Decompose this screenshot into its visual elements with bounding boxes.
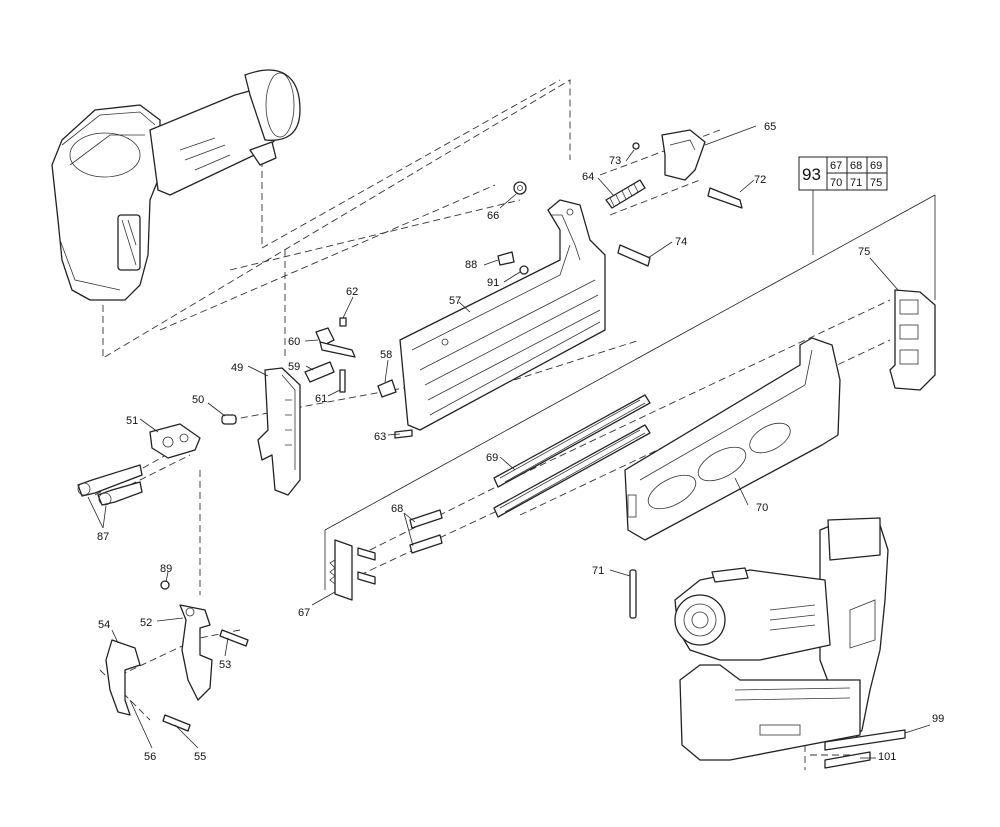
kit-item: 67 — [830, 160, 842, 172]
label-87: 87 — [97, 531, 109, 543]
label-66: 66 — [487, 210, 499, 222]
motor-housing — [51, 69, 301, 301]
label-60: 60 — [288, 336, 300, 348]
label-57: 57 — [449, 295, 461, 307]
kit-item: 75 — [870, 177, 882, 189]
label-88: 88 — [465, 259, 477, 271]
label-54: 54 — [98, 619, 110, 631]
kit-item: 69 — [870, 160, 882, 172]
end-cap-75 — [889, 289, 936, 391]
main-frame-57 — [399, 199, 606, 431]
kit-item: 71 — [850, 177, 862, 189]
trigger-assembly — [105, 580, 249, 732]
driver-guide-49 — [257, 367, 301, 496]
label-58: 58 — [380, 349, 392, 361]
label-64: 64 — [582, 171, 594, 183]
label-72: 72 — [754, 174, 766, 186]
label-62: 62 — [346, 286, 358, 298]
kit-item: 70 — [830, 177, 842, 189]
pin-71 — [629, 569, 637, 619]
label-69: 69 — [486, 452, 498, 464]
label-63: 63 — [374, 431, 386, 443]
label-101: 101 — [878, 751, 896, 763]
label-71: 71 — [592, 565, 604, 577]
label-61: 61 — [315, 393, 327, 405]
label-59: 59 — [288, 361, 300, 373]
label-55: 55 — [194, 751, 206, 763]
label-73: 73 — [609, 155, 621, 167]
kit-93-box: 93 67 68 69 70 71 75 — [798, 156, 888, 191]
label-89: 89 — [160, 563, 172, 575]
label-plates-99-101 — [824, 729, 906, 769]
label-52: 52 — [140, 617, 152, 629]
label-56: 56 — [144, 751, 156, 763]
label-65: 65 — [764, 121, 776, 133]
magazine-70 — [624, 337, 841, 541]
part-number-labels: 49 50 51 52 53 54 55 56 57 58 59 60 61 6… — [97, 121, 944, 763]
kit-main-number: 93 — [802, 165, 821, 184]
frame-fasteners — [377, 181, 529, 439]
assembled-nailer — [674, 517, 889, 761]
label-74: 74 — [675, 236, 687, 248]
label-99: 99 — [932, 713, 944, 725]
label-68: 68 — [391, 503, 403, 515]
label-67: 67 — [298, 607, 310, 619]
leader-lines — [87, 125, 931, 759]
kit-bracket-lines — [324, 190, 936, 590]
label-75: 75 — [858, 246, 870, 258]
label-50: 50 — [192, 394, 204, 406]
magazine-springs-and-pins — [329, 394, 651, 601]
bracket-51-and-screws — [77, 414, 237, 506]
kit-item: 68 — [850, 160, 862, 172]
label-51: 51 — [126, 415, 138, 427]
label-53: 53 — [219, 659, 231, 671]
label-49: 49 — [231, 362, 243, 374]
label-91: 91 — [487, 277, 499, 289]
latch-65-and-spring-64 — [605, 129, 743, 267]
small-latch-parts — [304, 317, 356, 393]
label-70: 70 — [756, 502, 768, 514]
